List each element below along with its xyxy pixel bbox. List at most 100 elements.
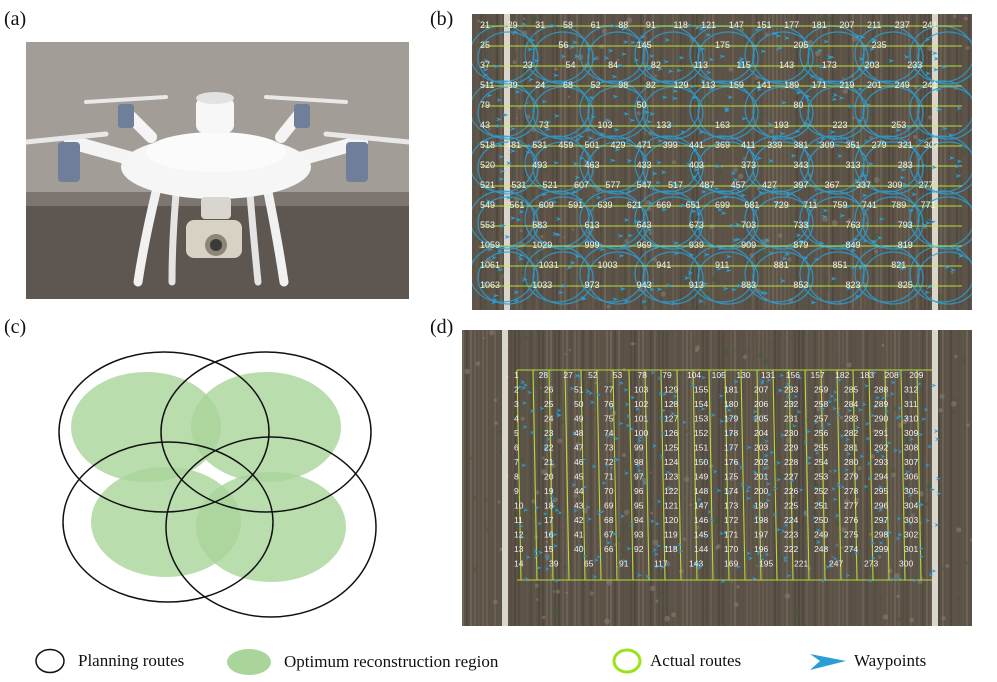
waypoint-marker	[618, 381, 624, 386]
waypoint-marker	[728, 431, 734, 436]
waypoint-marker	[518, 209, 525, 214]
waypoint-number: 177	[724, 443, 738, 453]
waypoint-marker	[778, 373, 784, 378]
waypoint-marker	[534, 505, 540, 510]
waypoint-marker	[859, 454, 865, 459]
waypoint-marker	[843, 467, 849, 472]
arrowhead-icon	[810, 654, 846, 670]
waypoint-marker	[595, 392, 601, 397]
waypoint-number: 232	[784, 399, 798, 409]
waypoint-number: 283	[844, 414, 858, 424]
waypoint-marker	[496, 142, 503, 147]
waypoint-number: 118	[674, 20, 688, 30]
waypoint-marker	[933, 56, 940, 61]
waypoint-number: 303	[904, 515, 918, 525]
waypoint-number: 311	[904, 399, 918, 409]
waypoint-marker	[665, 470, 671, 475]
waypoint-number: 103	[598, 120, 613, 130]
waypoint-number: 95	[634, 501, 644, 511]
panel-label-d: (d)	[430, 316, 454, 338]
waypoint-marker	[900, 167, 907, 172]
route-loop	[697, 86, 759, 140]
route-line	[516, 369, 522, 581]
route-loop	[524, 80, 590, 138]
waypoint-marker	[664, 545, 670, 550]
waypoint-number: 487	[699, 180, 714, 190]
coverage-diagram	[56, 342, 381, 632]
waypoint-number: 181	[812, 20, 827, 30]
route-loop	[587, 31, 649, 85]
waypoint-marker	[856, 67, 863, 72]
waypoint-number: 23	[544, 428, 554, 438]
waypoint-marker	[803, 121, 810, 126]
waypoint-marker	[692, 147, 699, 152]
waypoint-marker	[601, 481, 607, 486]
waypoint-number: 278	[844, 486, 858, 496]
waypoint-number: 231	[784, 414, 798, 424]
waypoint-marker	[705, 70, 712, 75]
waypoint-marker	[539, 225, 546, 230]
waypoint-marker	[672, 89, 679, 94]
waypoint-number: 48	[574, 428, 584, 438]
waypoint-number: 121	[664, 501, 678, 511]
waypoint-number: 78	[638, 370, 648, 380]
waypoint-marker	[656, 499, 662, 504]
waypoint-number: 273	[864, 559, 878, 569]
waypoint-marker	[870, 541, 876, 546]
waypoint-number: 851	[833, 260, 848, 270]
waypoint-marker	[903, 486, 909, 491]
waypoint-marker	[576, 374, 582, 379]
waypoint-marker	[746, 445, 752, 450]
waypoint-marker	[844, 437, 850, 442]
flight-route-loops	[472, 25, 972, 305]
waypoint-marker	[506, 161, 513, 166]
waypoint-marker	[924, 37, 931, 42]
waypoint-number: 180	[724, 399, 738, 409]
waypoint-number: 733	[793, 220, 808, 230]
waypoint-marker	[552, 543, 558, 548]
waypoint-marker	[551, 504, 557, 509]
waypoint-marker	[756, 87, 763, 92]
waypoint-number: 310	[904, 414, 918, 424]
waypoint-number: 280	[844, 457, 858, 467]
waypoint-marker	[833, 143, 840, 148]
waypoint-marker	[659, 565, 665, 570]
waypoint-marker	[826, 55, 833, 60]
waypoint-number: 321	[898, 140, 913, 150]
waypoint-marker	[520, 380, 526, 385]
waypoint-marker	[916, 501, 922, 506]
waypoint-number: 40	[574, 544, 584, 554]
waypoint-number: 521	[480, 180, 495, 190]
waypoint-number: 223	[833, 120, 848, 130]
waypoint-marker	[870, 556, 876, 561]
panel-label-b: (b)	[430, 8, 454, 30]
waypoint-number: 96	[634, 486, 644, 496]
waypoint-number: 197	[754, 530, 768, 540]
waypoint-number: 219	[839, 80, 854, 90]
waypoint-number: 119	[664, 530, 678, 540]
waypoint-marker	[636, 468, 642, 473]
waypoint-marker	[907, 493, 913, 498]
waypoint-marker	[929, 219, 936, 224]
waypoint-marker	[890, 380, 896, 385]
route-loop	[689, 190, 755, 248]
waypoint-marker	[700, 189, 707, 194]
waypoint-marker	[950, 268, 957, 273]
waypoint-number: 294	[874, 472, 888, 482]
waypoint-marker	[878, 244, 885, 249]
waypoint-marker	[775, 460, 781, 465]
waypoint-number: 66	[604, 544, 614, 554]
waypoint-marker	[804, 94, 811, 99]
waypoint-marker	[624, 402, 630, 407]
waypoint-marker	[548, 494, 554, 499]
waypoint-marker	[752, 470, 758, 475]
waypoint-number: 825	[898, 280, 913, 290]
waypoint-marker	[865, 436, 871, 441]
route-loop	[642, 196, 704, 250]
waypoint-number: 1059	[480, 240, 500, 250]
waypoint-marker	[613, 127, 620, 132]
waypoint-number: 72	[604, 457, 614, 467]
waypoint-marker	[736, 283, 743, 288]
waypoint-number: 5	[514, 428, 519, 438]
waypoint-marker	[797, 375, 803, 380]
